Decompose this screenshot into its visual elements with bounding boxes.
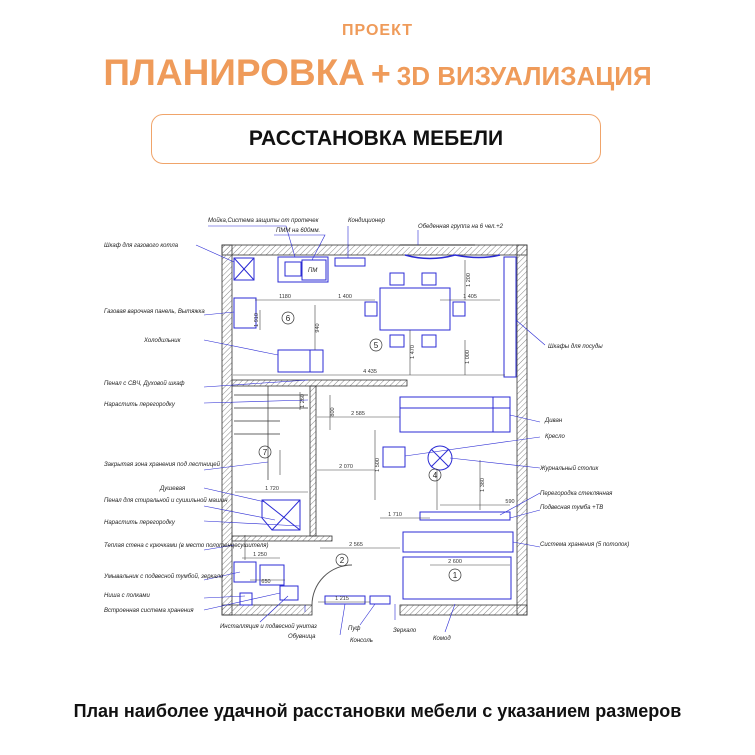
sink-unit xyxy=(277,256,329,283)
dimension-lines xyxy=(233,260,510,603)
room-4: 4 xyxy=(433,471,438,480)
stairs xyxy=(234,386,308,480)
storage-system xyxy=(402,531,514,553)
label-coffee-table: Журнальный столик xyxy=(539,465,599,472)
dim-1200: 1 200 xyxy=(466,273,472,287)
walls xyxy=(221,244,528,616)
page-title: ПЛАНИРОВКА+3D ВИЗУАЛИЗАЦИЯ xyxy=(0,52,755,94)
dish-cabinets xyxy=(503,256,517,378)
fridge xyxy=(277,349,324,373)
bathroom-furniture xyxy=(233,499,301,606)
dim-1470: 1 470 xyxy=(410,345,416,359)
label-washer: Пенал для стиральной и сушильной машин xyxy=(104,497,228,504)
tv-stand xyxy=(419,511,511,521)
bed-area xyxy=(402,556,512,600)
room-1: 1 xyxy=(453,571,458,580)
dim-590: 590 xyxy=(505,499,514,505)
dim-2585: 2 585 xyxy=(351,411,365,417)
dim-800: 800 xyxy=(330,407,336,416)
dim-2565: 2 565 xyxy=(349,542,363,548)
label-storage-system: Система хранения (5 потолок) xyxy=(540,542,629,548)
caption: План наиболее удачной расстановки мебели… xyxy=(73,701,682,721)
label-fridge: Холодильник xyxy=(143,338,182,344)
room-2: 2 xyxy=(340,556,345,565)
label-builtin: Встроенная система хранения xyxy=(104,608,194,614)
room-6: 6 xyxy=(286,314,291,323)
dim-1250: 1 250 xyxy=(253,552,267,558)
label-warm-wall: Теплая стена с крючками (в место полотен… xyxy=(104,543,268,549)
dim-1260: 1 260 xyxy=(300,394,306,408)
label-pouf: Пуф xyxy=(348,626,360,632)
leader-lines xyxy=(195,225,546,636)
dim-1720: 1 720 xyxy=(265,486,279,492)
living-furniture xyxy=(382,396,514,600)
label-pm: ПМ xyxy=(308,268,317,274)
dim-1500: 1 500 xyxy=(375,458,381,472)
label-glass-partition: Перегородка стеклянная xyxy=(540,491,613,497)
kitchen-furniture xyxy=(233,256,517,378)
dim-1180: 1180 xyxy=(279,294,291,300)
dim-1910: 1 910 xyxy=(254,313,260,327)
subtitle-box: РАССТАНОВКА МЕБЕЛИ xyxy=(151,114,601,164)
room-7: 7 xyxy=(263,448,268,457)
dim-1000: 1 000 xyxy=(465,350,471,364)
dim-1710: 1 710 xyxy=(388,512,402,518)
dining-table xyxy=(379,287,451,331)
label-sink: Мойка,Система защиты от протечек xyxy=(208,217,320,224)
label-oven: Пенал с СВЧ, Духовой шкаф xyxy=(104,380,185,387)
subtitle-text: РАССТАНОВКА МЕБЕЛИ xyxy=(248,127,504,150)
title-plus: + xyxy=(370,55,391,93)
dim-650: 650 xyxy=(261,579,270,585)
label-partition2: Нарастить перегородку xyxy=(104,520,176,526)
label-chest: Комод xyxy=(433,636,451,642)
label-tv-stand: Подвесная тумба +ТВ xyxy=(540,505,603,511)
floor-plan: 1 2 4 5 6 7 1180 1 400 1 405 1 200 1 910… xyxy=(103,217,629,644)
label-sofa: Диван xyxy=(544,418,563,424)
cooktop xyxy=(233,297,257,329)
label-dining: Обеденная группа на 6 чел.+2 xyxy=(418,224,504,230)
label-shelf: Ниша с полками xyxy=(104,593,150,599)
shower xyxy=(261,499,301,531)
armchair xyxy=(382,446,406,468)
washer xyxy=(259,564,285,586)
label-boiler: Шкаф для газового котла xyxy=(104,243,179,249)
label-ac: Кондиционер xyxy=(348,218,386,224)
toilet xyxy=(279,585,299,601)
label-partition1: Нарастить перегородку xyxy=(104,402,176,408)
label-basin: Умывальник с подвесной тумбой, зеркало xyxy=(103,573,224,580)
room-5: 5 xyxy=(374,341,379,350)
label-stove: Газовая варочная панель, Вытяжка xyxy=(104,309,205,315)
label-console: Консоль xyxy=(350,638,373,644)
label-cleaner: Обувница xyxy=(288,634,316,640)
dim-4435: 4 435 xyxy=(363,369,377,375)
label-armchair: Кресло xyxy=(545,434,566,440)
label-shower: Душевая xyxy=(159,486,186,492)
project-kicker: ПРОЕКТ xyxy=(341,22,413,39)
dim-1405: 1 405 xyxy=(463,294,477,300)
label-mirror: Зеркало xyxy=(393,628,417,634)
label-dishes: Шкафы для посуды xyxy=(548,344,603,350)
boiler-cabinet xyxy=(233,257,255,281)
dim-2070: 2 070 xyxy=(339,464,353,470)
label-closed-storage: Закрытая зона хранения под лестницей xyxy=(104,461,221,468)
pouf xyxy=(369,595,391,605)
dim-1400: 1 400 xyxy=(338,294,352,300)
title-main: ПЛАНИРОВКА xyxy=(103,52,365,93)
label-dishwasher: ПММ на 600мм. xyxy=(276,228,320,234)
dim-2600: 2 600 xyxy=(448,559,462,565)
label-toilet: Инсталляция и подвесной унитаз xyxy=(220,623,317,630)
basin xyxy=(233,561,257,583)
room-markers xyxy=(258,311,462,582)
dim-1215: 1 215 xyxy=(335,596,349,602)
title-sub: 3D ВИЗУАЛИЗАЦИЯ xyxy=(396,61,652,91)
dim-940: 940 xyxy=(315,323,321,332)
entrance xyxy=(311,564,391,606)
dim-1380: 1 380 xyxy=(480,478,486,492)
ac-unit xyxy=(334,257,366,267)
